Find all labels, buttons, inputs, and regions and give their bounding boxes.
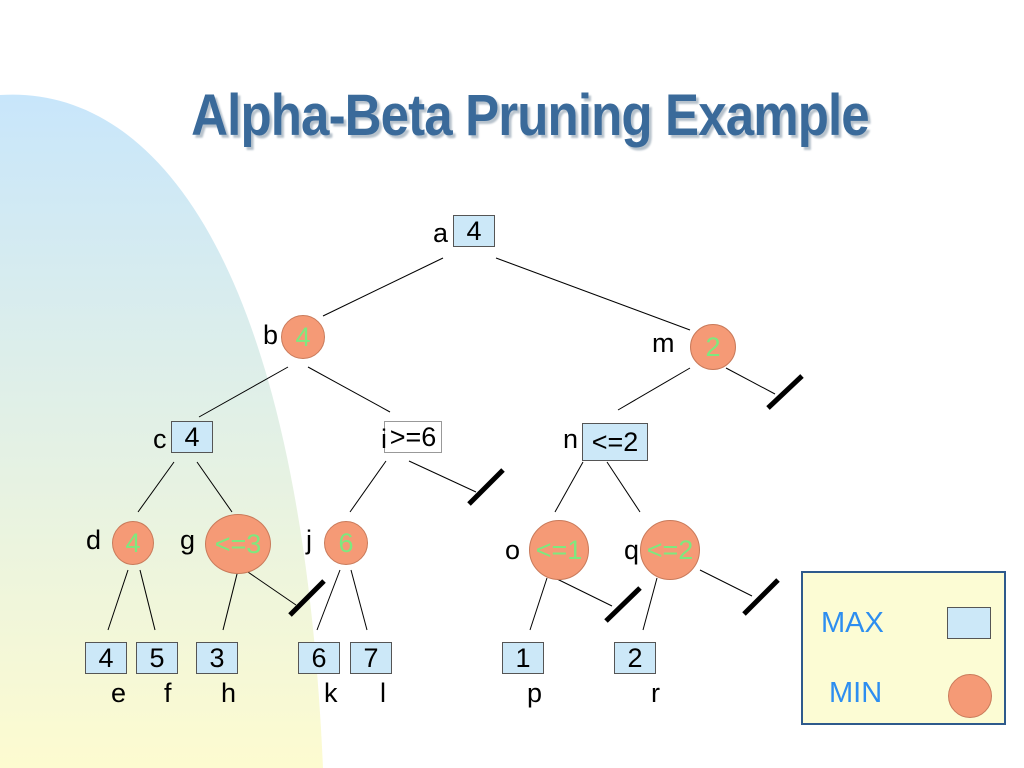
legend-max-label: MAX (821, 607, 884, 639)
prune-mark-g (288, 579, 326, 617)
legend-min-circle-icon (948, 674, 992, 718)
prune-mark-o (604, 586, 642, 623)
leaf-e-label: e (111, 678, 127, 708)
node-o-label: o (505, 535, 521, 565)
node-j-min-circle: 6 (324, 521, 368, 565)
node-m-min-circle: 2 (690, 324, 736, 370)
edge-m-n (617, 367, 691, 411)
node-b-min-circle: 4 (281, 315, 325, 359)
edge-d-e (107, 569, 129, 631)
node-g-min-circle: <=3 (205, 514, 271, 574)
leaf-r-box: 2 (614, 642, 656, 674)
edge-d-f (139, 569, 156, 631)
leaf-h-box: 3 (196, 642, 238, 674)
node-i-label: i (381, 424, 387, 454)
edge-a-b (322, 257, 444, 317)
edge-o-p (529, 577, 548, 631)
node-c-max-box: 4 (171, 421, 213, 453)
edge-m-pruned (725, 367, 776, 395)
leaf-p-label: p (527, 678, 543, 708)
edge-c-d (137, 461, 175, 513)
leaf-k-label: k (324, 678, 338, 708)
legend-max-box-icon (947, 607, 991, 639)
edge-c-g (196, 461, 233, 513)
edge-q-r (642, 577, 658, 631)
prune-mark-q (742, 578, 780, 616)
node-n-label: n (563, 424, 579, 454)
node-b-label: b (263, 320, 279, 350)
leaf-e-box: 4 (85, 642, 127, 674)
prune-mark-i (467, 468, 505, 506)
node-j-label: j (306, 525, 312, 555)
edge-i-j (349, 460, 387, 513)
node-a-max-box: 4 (453, 215, 495, 247)
edge-j-l (350, 569, 368, 631)
node-d-label: d (86, 525, 102, 555)
leaf-l-label: l (380, 678, 386, 708)
edge-o-pruned (554, 577, 613, 607)
leaf-f-box: 5 (136, 642, 178, 674)
edge-n-q (606, 461, 641, 513)
node-n-max-box: <=2 (582, 423, 648, 461)
node-g-label: g (180, 525, 196, 555)
edge-b-i (307, 366, 391, 413)
edge-a-m (495, 257, 691, 331)
node-c-label: c (153, 424, 167, 454)
node-m-label: m (652, 328, 675, 358)
edge-q-pruned (699, 569, 753, 597)
leaf-p-box: 1 (502, 642, 544, 674)
edge-g-h (222, 569, 239, 631)
edge-i-pruned (408, 460, 477, 493)
leaf-f-label: f (164, 678, 172, 708)
legend-min-label: MIN (829, 677, 883, 709)
edge-g-pruned (244, 569, 297, 606)
slide-title: Alpha-Beta Pruning Example (191, 83, 870, 148)
node-i-max-box: >=6 (384, 421, 442, 453)
legend: MAX MIN (801, 571, 1006, 725)
node-q-label: q (624, 535, 640, 565)
node-o-min-circle: <=1 (529, 520, 589, 580)
node-q-min-circle: <=2 (640, 520, 700, 580)
leaf-k-box: 6 (298, 642, 340, 674)
leaf-l-box: 7 (350, 642, 392, 674)
node-d-min-circle: 4 (112, 521, 154, 565)
edge-n-o (554, 461, 584, 513)
prune-mark-m (766, 374, 804, 410)
leaf-h-label: h (221, 678, 237, 708)
edge-b-c (198, 366, 289, 418)
leaf-r-label: r (651, 678, 660, 708)
edge-j-k (316, 569, 341, 631)
node-a-label: a (433, 218, 449, 248)
